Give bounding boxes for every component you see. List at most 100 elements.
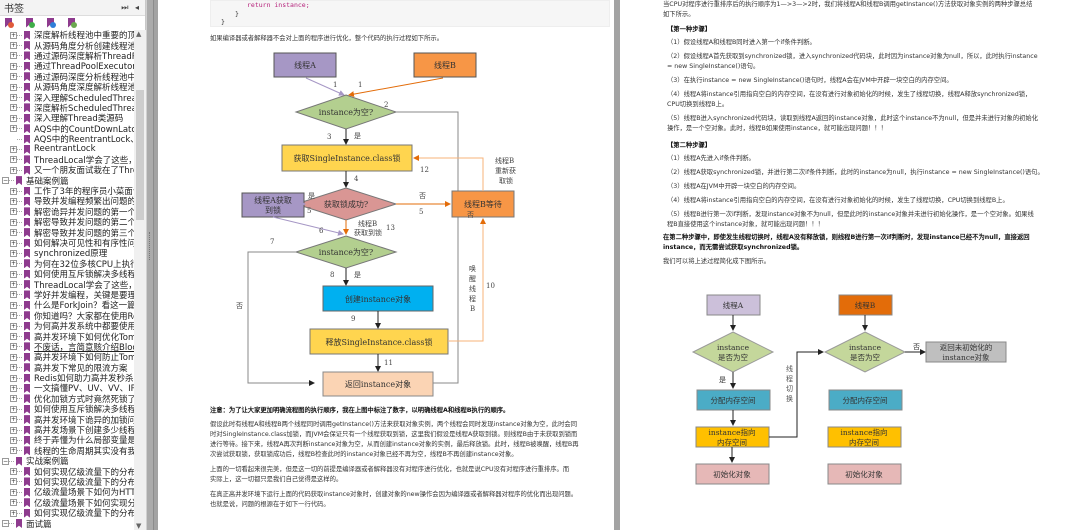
bookmark-item[interactable]: +如何使用互斥锁解决多线程的原子 — [0, 269, 134, 279]
bookmark-item[interactable]: −实战案例篇 — [0, 456, 134, 466]
bookmark-scrollbar[interactable]: ▲ ▼ — [134, 30, 146, 530]
bookmark-item[interactable]: +ThreadLocal学会了这些，你也能 — [0, 279, 134, 290]
bookmark-item[interactable]: +解密导致并发问题的第二个幕后黑 — [0, 217, 134, 227]
bookmark-item[interactable]: +高并发环境下如何优化Tomcat配置 — [0, 331, 134, 342]
bookmark-item[interactable]: +高并发下常见的限流方案 — [0, 363, 134, 373]
bookmark-item[interactable]: −基础案例篇 — [0, 175, 134, 186]
bookmark-item[interactable]: +ThreadLocal学会了这些，你也能 — [0, 155, 134, 165]
bookmark-item[interactable]: +通过ThreadPoolExecutor类的源 — [0, 61, 134, 72]
bookmark-add-icon[interactable] — [25, 18, 35, 29]
bookmark-item[interactable]: +一文搞懂PV、UV、VV、IP及其关 — [0, 383, 134, 394]
expand-icon[interactable]: + — [10, 291, 17, 299]
expand-icon[interactable]: + — [10, 384, 17, 392]
bookmark-item[interactable]: +又一个朋友面试栽在了Thread类 — [0, 165, 134, 175]
bookmark-item[interactable]: +工作了3年的程序员小菜面试高并 — [0, 186, 134, 196]
bookmark-item[interactable]: +ReentrantLock — [0, 144, 134, 154]
expand-icon[interactable]: + — [10, 83, 17, 91]
bookmark-item[interactable]: +深入理解Thread类源码 — [0, 113, 134, 124]
bookmark-item[interactable]: +如何实现亿级流量下的分布式限流 — [0, 477, 134, 487]
bookmark-item[interactable]: +synchronized原理 — [0, 248, 134, 259]
expand-icon[interactable]: + — [10, 416, 17, 424]
bookmark-item[interactable]: +从源码角度深度解析线程池是如何 — [0, 82, 134, 92]
expand-icon[interactable]: + — [10, 145, 17, 153]
expand-icon[interactable]: + — [10, 260, 17, 268]
bookmark-item[interactable]: +Redis如何助力高并发秒杀系统？ — [0, 373, 134, 383]
expand-icon[interactable]: + — [10, 229, 17, 237]
expand-icon[interactable]: + — [10, 478, 17, 486]
bookmark-item[interactable]: +高并发环境下如何防止Tomcat内存 — [0, 352, 134, 363]
expand-icon[interactable]: + — [10, 156, 17, 164]
expand-icon[interactable]: + — [10, 426, 17, 434]
splitter-grip[interactable] — [149, 232, 152, 260]
expand-icon[interactable]: + — [10, 52, 17, 60]
panel-controls[interactable]: ⏭ ◂ — [121, 2, 141, 12]
panel-splitter[interactable] — [146, 0, 154, 530]
bookmark-item[interactable]: +终于弄懂为什么局部变量是线程安 — [0, 435, 134, 446]
bookmark-item[interactable]: +解密导致并发问题的第三个幕后黑 — [0, 227, 134, 238]
expand-icon[interactable]: + — [10, 270, 17, 278]
collapse-icon[interactable]: − — [2, 177, 9, 185]
expand-icon[interactable]: + — [10, 353, 17, 361]
expand-icon[interactable]: + — [10, 218, 17, 226]
bookmark-item[interactable]: +优化加锁方式时竟然死锁了！！ — [0, 394, 134, 404]
expand-icon[interactable]: + — [10, 197, 17, 205]
expand-icon[interactable]: + — [10, 301, 17, 309]
expand-icon[interactable]: + — [10, 62, 17, 70]
bookmark-item[interactable]: +高并发场景下创建多少线程才合适 — [0, 425, 134, 435]
bookmark-item[interactable]: +什么是ForkJoin？看这一篇就够了 — [0, 300, 134, 311]
expand-icon[interactable]: + — [10, 114, 17, 122]
bookmark-item[interactable]: +AQS中的ReentrantLock、Reent — [0, 134, 134, 144]
bookmark-item[interactable]: +如何解决可见性和有序性问题？这 — [0, 238, 134, 248]
expand-icon[interactable]: + — [10, 42, 17, 50]
bookmark-item[interactable]: +深度解析ScheduledThreadPoolE — [0, 103, 134, 113]
expand-icon[interactable]: + — [10, 239, 17, 247]
bookmark-item[interactable]: +不废话，言简意赅介绍BlockingQ — [0, 342, 134, 352]
bookmark-item[interactable]: +从源码角度分析创建线程池究竟有 — [0, 40, 134, 51]
expand-icon[interactable]: + — [10, 322, 17, 330]
expand-icon[interactable]: + — [10, 333, 17, 341]
bookmark-item[interactable]: +解密诡异并发问题的第一个幕后黑 — [0, 207, 134, 217]
bookmark-item[interactable]: +如何使用互斥锁解决多线程的原子 — [0, 404, 134, 414]
bookmark-delete-icon[interactable] — [4, 18, 14, 29]
bookmark-item[interactable]: +深度解析线程池中重要的顶层接口 — [0, 30, 134, 40]
collapse-icon[interactable]: − — [2, 457, 9, 465]
collapse-icon[interactable]: − — [2, 520, 9, 528]
bookmark-item[interactable]: +高并发环境下诡异的加锁问题（你 — [0, 414, 134, 425]
expand-icon[interactable]: + — [10, 509, 17, 517]
bookmark-item[interactable]: +通过源码深度解析ThreadPoolEx — [0, 51, 134, 61]
expand-icon[interactable]: + — [10, 395, 17, 403]
expand-icon[interactable]: + — [10, 468, 17, 476]
bookmark-item[interactable]: +通过源码深度分析线程池中Work — [0, 72, 134, 82]
expand-icon[interactable]: + — [10, 343, 17, 351]
bookmark-goto-icon[interactable] — [46, 18, 56, 29]
expand-icon[interactable]: + — [10, 281, 17, 289]
bookmark-item[interactable]: +深入理解ScheduledThreadPoolE — [0, 92, 134, 103]
expand-icon[interactable]: + — [10, 364, 17, 372]
bookmark-item[interactable]: +AQS中的CountDownLatch、Sem — [0, 124, 134, 134]
bookmark-item[interactable]: +学好并发编程，关键是要理解这三 — [0, 290, 134, 300]
bookmark-item[interactable]: +你知道吗？大家都在使用Redisson — [0, 311, 134, 321]
expand-icon[interactable]: + — [10, 405, 17, 413]
expand-icon[interactable]: + — [10, 31, 17, 39]
expand-icon[interactable]: + — [10, 436, 17, 444]
expand-icon[interactable]: + — [10, 499, 17, 507]
expand-icon[interactable]: + — [10, 73, 17, 81]
expand-icon[interactable]: + — [10, 488, 17, 496]
expand-icon[interactable]: + — [10, 208, 17, 216]
bookmark-item[interactable]: +亿级流量场景下如何为HTTP接口限 — [0, 487, 134, 498]
scroll-up-icon[interactable]: ▲ — [136, 30, 142, 38]
scrollbar-thumb[interactable] — [136, 90, 144, 220]
bookmark-item[interactable]: +为何高并发系统中都要使用消息队 — [0, 321, 134, 331]
bookmark-item[interactable]: −面试篇 — [0, 518, 134, 529]
bookmark-expand-icon[interactable] — [67, 18, 77, 29]
expand-icon[interactable]: + — [10, 125, 17, 133]
expand-icon[interactable]: + — [10, 104, 17, 112]
bookmark-item[interactable]: +导致并发编程频繁出问题的"幕后 — [0, 196, 134, 207]
expand-icon[interactable]: + — [10, 447, 17, 455]
expand-icon[interactable]: + — [10, 187, 17, 195]
expand-icon[interactable]: + — [10, 312, 17, 320]
expand-icon[interactable]: + — [10, 374, 17, 382]
bookmark-item[interactable]: +亿级流量场景下如何实现分布式限 — [0, 498, 134, 508]
bookmark-item[interactable]: +如何实现亿级流量下的分布式限流 — [0, 466, 134, 477]
bookmark-item[interactable]: +线程的生命周期其实没有我们想的 — [0, 446, 134, 456]
